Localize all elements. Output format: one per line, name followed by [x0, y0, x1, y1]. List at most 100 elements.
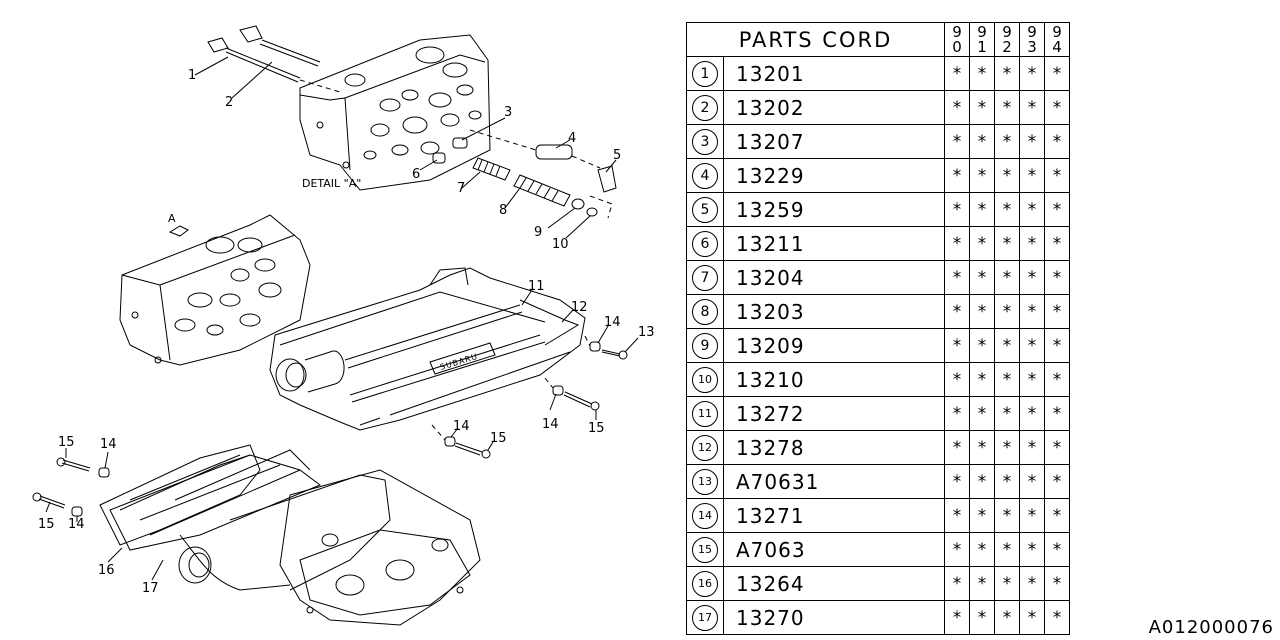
rocker-cover-fasteners: 15 14 15 14 16 17 — [32, 435, 164, 596]
callout-8: 8 — [499, 203, 507, 218]
applicability-mark: * — [1044, 260, 1070, 295]
ref-number-cell: 12 — [686, 430, 724, 465]
part-code-cell: 13270 — [723, 600, 945, 635]
callout-2: 2 — [225, 95, 233, 110]
applicability-mark: * — [1019, 294, 1045, 329]
applicability-mark: * — [1019, 90, 1045, 125]
applicability-mark: * — [1019, 532, 1045, 567]
ref-number-cell: 17 — [686, 600, 724, 635]
applicability-mark: * — [994, 566, 1020, 601]
applicability-mark: * — [1044, 90, 1070, 125]
applicability-mark: * — [944, 192, 970, 227]
ref-number-cell: 3 — [686, 124, 724, 159]
applicability-mark: * — [969, 532, 995, 567]
applicability-mark: * — [994, 464, 1020, 499]
applicability-mark: * — [1019, 328, 1045, 363]
ref-number-cell: 1 — [686, 56, 724, 91]
ref-number-cell: 5 — [686, 192, 724, 227]
applicability-mark: * — [944, 260, 970, 295]
applicability-mark: * — [1044, 532, 1070, 567]
ref-number-circle: 16 — [692, 570, 718, 597]
callout-14c: 14 — [453, 419, 470, 434]
ref-number-cell: 14 — [686, 498, 724, 533]
callout-17: 17 — [142, 581, 159, 596]
part-code-cell: 13203 — [723, 294, 945, 329]
callout-14a: 14 — [604, 315, 621, 330]
ref-number-cell: 10 — [686, 362, 724, 397]
applicability-mark: * — [994, 498, 1020, 533]
part-code-cell: A7063 — [723, 532, 945, 567]
applicability-mark: * — [1019, 430, 1045, 465]
applicability-mark: * — [944, 430, 970, 465]
part-code-cell: 13202 — [723, 90, 945, 125]
applicability-mark: * — [994, 430, 1020, 465]
applicability-mark: * — [969, 328, 995, 363]
ref-number-cell: 15 — [686, 532, 724, 567]
applicability-mark: * — [944, 226, 970, 261]
part-code-cell: 13264 — [723, 566, 945, 601]
callout-15b: 15 — [490, 431, 507, 446]
applicability-mark: * — [994, 362, 1020, 397]
applicability-mark: * — [994, 396, 1020, 431]
callout-15a: 15 — [588, 421, 605, 436]
ref-number-circle: 15 — [692, 536, 718, 563]
applicability-mark: * — [1019, 566, 1045, 601]
callout-15d: 15 — [38, 517, 55, 532]
applicability-mark: * — [944, 158, 970, 193]
callout-7: 7 — [457, 181, 465, 196]
applicability-mark: * — [1019, 498, 1045, 533]
applicability-mark: * — [994, 328, 1020, 363]
applicability-mark: * — [944, 532, 970, 567]
ref-number-cell: 8 — [686, 294, 724, 329]
part-code-cell: 13204 — [723, 260, 945, 295]
applicability-mark: * — [944, 90, 970, 125]
part-code-cell: 13207 — [723, 124, 945, 159]
part-code-cell: 13211 — [723, 226, 945, 261]
applicability-mark: * — [1019, 124, 1045, 159]
applicability-mark: * — [944, 464, 970, 499]
applicability-mark: * — [944, 362, 970, 397]
part-code-cell: 13271 — [723, 498, 945, 533]
ref-number-circle: 17 — [692, 604, 718, 631]
applicability-mark: * — [944, 498, 970, 533]
applicability-mark: * — [1044, 294, 1070, 329]
callout-6: 6 — [412, 167, 420, 182]
callout-11: 11 — [528, 279, 545, 294]
parts-cord-header: PARTS CORD — [686, 22, 945, 57]
applicability-mark: * — [994, 56, 1020, 91]
callout-14e: 14 — [68, 517, 85, 532]
applicability-mark: * — [1019, 600, 1045, 635]
ref-number-circle: 13 — [692, 468, 718, 495]
ref-number-cell: 11 — [686, 396, 724, 431]
applicability-mark: * — [944, 124, 970, 159]
applicability-mark: * — [1019, 192, 1045, 227]
cylinder-head-left: A — [119, 212, 311, 366]
applicability-mark: * — [1044, 498, 1070, 533]
applicability-mark: * — [994, 158, 1020, 193]
ref-number-circle: 14 — [692, 502, 718, 529]
ref-number-circle: 9 — [692, 332, 718, 359]
applicability-mark: * — [994, 90, 1020, 125]
applicability-mark: * — [1019, 260, 1045, 295]
part-code-cell: 13259 — [723, 192, 945, 227]
applicability-mark: * — [969, 192, 995, 227]
applicability-mark: * — [1019, 56, 1045, 91]
applicability-mark: * — [944, 56, 970, 91]
applicability-mark: * — [1044, 566, 1070, 601]
ref-number-circle: 5 — [692, 196, 718, 223]
ref-number-circle: 3 — [692, 128, 718, 155]
part-code-cell: 13209 — [723, 328, 945, 363]
applicability-mark: * — [969, 124, 995, 159]
callout-10: 10 — [552, 237, 569, 252]
